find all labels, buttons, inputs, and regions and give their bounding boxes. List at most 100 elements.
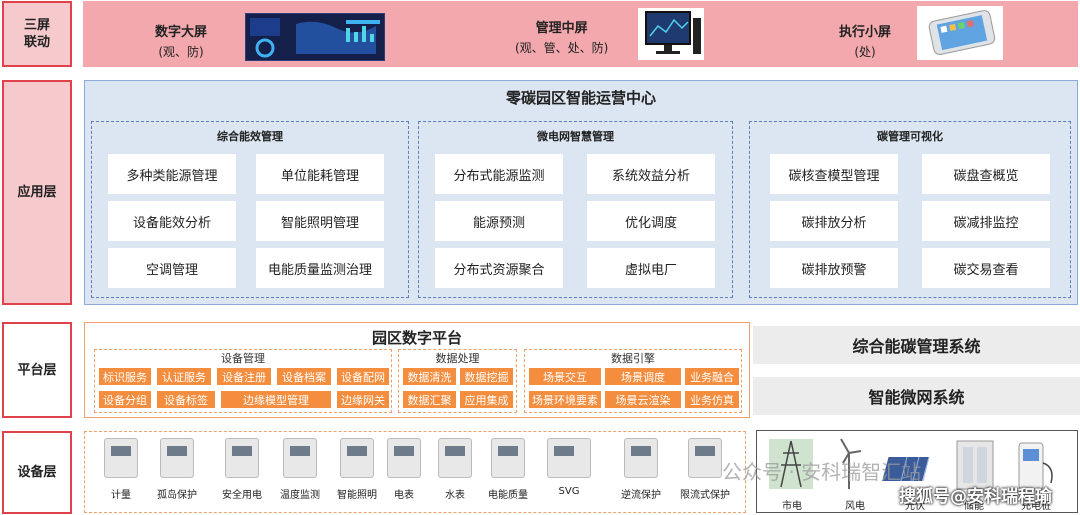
app-layer: 零碳园区智能运营中心 综合能效管理 多种类能源管理 单位能耗管理 设备能效分析 … [84, 80, 1078, 305]
group-carbon: 碳管理可视化 碳核查模型管理 碳盘查概览 碳排放分析 碳减排监控 碳排放预警 碳… [749, 121, 1071, 298]
device-label: 逆流保护 [621, 490, 661, 501]
platform-item[interactable]: 认证服务 [157, 368, 211, 385]
screen-small: 执行小屏 (处) [839, 21, 891, 60]
screen-small-title: 执行小屏 [839, 25, 892, 40]
platform-item[interactable]: 场景环境要素 [529, 391, 601, 408]
meter-icon [104, 438, 138, 478]
app-item[interactable]: 单位能耗管理 [256, 154, 384, 194]
platform-item[interactable]: 场景云渲染 [605, 391, 681, 408]
screen-big-title: 数字大屏 [155, 25, 208, 40]
device-island-protection: 孤岛保护 [147, 438, 207, 501]
device-temperature: 温度监测 [270, 438, 330, 501]
device-label: 电能质量 [488, 490, 528, 501]
water-meter-icon [438, 438, 472, 478]
electric-meter-icon [387, 438, 421, 478]
device-reverse-protection: 逆流保护 [611, 438, 671, 501]
screens-band: 数字大屏 (观、防) 管理中屏 (观、管、处、防) 执行小屏 (处) [83, 1, 1078, 67]
app-item[interactable]: 碳减排监控 [922, 201, 1050, 241]
wechat-watermark: 公众号 · 安科瑞智汇站 [722, 460, 922, 484]
app-title: 零碳园区智能运营中心 [505, 89, 656, 107]
app-item[interactable]: 设备能效分析 [108, 201, 236, 241]
battery-cabinet-icon [956, 440, 994, 490]
platform-item[interactable]: 边缘模型管理 [221, 391, 331, 408]
device-layer: 计量 孤岛保护 安全用电 温度监测 智能照明 电表 水表 电能质量 SVG 逆流… [84, 431, 746, 513]
device-label: 计量 [111, 490, 131, 501]
app-item[interactable]: 电能质量监测治理 [256, 248, 384, 288]
group-title: 综合能效管理 [217, 130, 283, 143]
group-title: 数据处理 [435, 352, 480, 365]
app-item[interactable]: 系统效益分析 [587, 154, 715, 194]
platform-item[interactable]: 边缘网关 [337, 391, 389, 408]
energy-label: 光伏 [905, 501, 925, 512]
device-label: 水表 [445, 490, 465, 501]
row-label-device-text: 设备层 [17, 465, 57, 480]
thermometer-icon [283, 438, 317, 478]
group-device-mgmt: 设备管理 标识服务 认证服务 设备注册 设备档案 设备配网 设备分组 设备标签 … [94, 349, 392, 413]
platform-item[interactable]: 应用集成 [460, 391, 513, 408]
app-item[interactable]: 碳排放预警 [770, 248, 898, 288]
app-item[interactable]: 优化调度 [587, 201, 715, 241]
row-label-app: 应用层 [2, 80, 72, 305]
platform-item[interactable]: 业务融合 [685, 368, 739, 385]
screen-big: 数字大屏 (观、防) [155, 21, 207, 60]
wind-turbine-icon [840, 438, 862, 489]
system-microgrid[interactable]: 智能微网系统 [753, 377, 1080, 415]
screen-mid: 管理中屏 (观、管、处、防) [515, 17, 608, 56]
app-item[interactable]: 碳排放分析 [770, 201, 898, 241]
app-item[interactable]: 分布式资源聚合 [435, 248, 563, 288]
row-label-device: 设备层 [2, 431, 72, 514]
app-item[interactable]: 碳盘查概览 [922, 154, 1050, 194]
energy-label: 风电 [845, 501, 865, 512]
phone-image [917, 6, 1003, 60]
grid-tower-icon [769, 439, 813, 489]
device-lighting: 智能照明 [327, 438, 387, 501]
energy-label: 储能 [964, 501, 984, 512]
app-item[interactable]: 碳核查模型管理 [770, 154, 898, 194]
group-title: 碳管理可视化 [877, 130, 943, 143]
platform-item[interactable]: 数据汇聚 [403, 391, 456, 408]
screen-mid-title: 管理中屏 [535, 21, 588, 36]
app-item[interactable]: 智能照明管理 [256, 201, 384, 241]
group-microgrid: 微电网智慧管理 分布式能源监测 系统效益分析 能源预测 优化调度 分布式资源聚合… [418, 121, 733, 298]
platform-item[interactable]: 设备配网 [337, 368, 389, 385]
dashboard-screen-image [245, 13, 385, 61]
platform-item[interactable]: 数据清洗 [403, 368, 456, 385]
platform-item[interactable]: 设备标签 [157, 391, 215, 408]
energy-label: 充电桩 [1021, 501, 1051, 512]
app-item[interactable]: 空调管理 [108, 248, 236, 288]
current-limit-icon [688, 438, 722, 478]
platform-item[interactable]: 场景调度 [605, 368, 681, 385]
app-item[interactable]: 虚拟电厂 [587, 248, 715, 288]
controller-icon [225, 438, 259, 478]
platform-item[interactable]: 设备注册 [217, 368, 271, 385]
app-item[interactable]: 能源预测 [435, 201, 563, 241]
group-title: 微电网智慧管理 [537, 130, 614, 143]
energy-label: 市电 [782, 501, 802, 512]
solar-panel-icon [882, 456, 930, 482]
platform-item[interactable]: 标识服务 [99, 368, 151, 385]
row-label-screens-text: 三屏 联动 [23, 18, 50, 50]
platform-item[interactable]: 数据挖掘 [460, 368, 513, 385]
charging-pile-icon [1018, 442, 1053, 490]
device-current-limit: 限流式保护 [675, 438, 735, 501]
platform-item[interactable]: 业务仿真 [685, 391, 739, 408]
screen-mid-sub: (观、管、处、防) [515, 41, 609, 55]
device-label: 温度监测 [280, 490, 320, 501]
platform-item[interactable]: 场景交互 [529, 368, 601, 385]
monitor-image [638, 8, 704, 60]
device-meter: 计量 [91, 438, 151, 501]
row-label-platform-text: 平台层 [17, 362, 57, 378]
reverse-protection-icon [624, 438, 658, 478]
device-electric-meter: 电表 [374, 438, 434, 501]
system-energy-carbon[interactable]: 综合能碳管理系统 [753, 326, 1080, 364]
device-svg: SVG [539, 438, 599, 497]
app-item[interactable]: 分布式能源监测 [435, 154, 563, 194]
platform-layer: 园区数字平台 设备管理 标识服务 认证服务 设备注册 设备档案 设备配网 设备分… [84, 322, 750, 418]
platform-item[interactable]: 设备分组 [99, 391, 151, 408]
app-item[interactable]: 多种类能源管理 [108, 154, 236, 194]
app-item[interactable]: 碳交易查看 [922, 248, 1050, 288]
device-label: SVG [558, 486, 580, 497]
platform-title: 园区数字平台 [371, 329, 462, 347]
platform-item[interactable]: 设备档案 [277, 368, 331, 385]
device-label: 孤岛保护 [157, 490, 197, 501]
